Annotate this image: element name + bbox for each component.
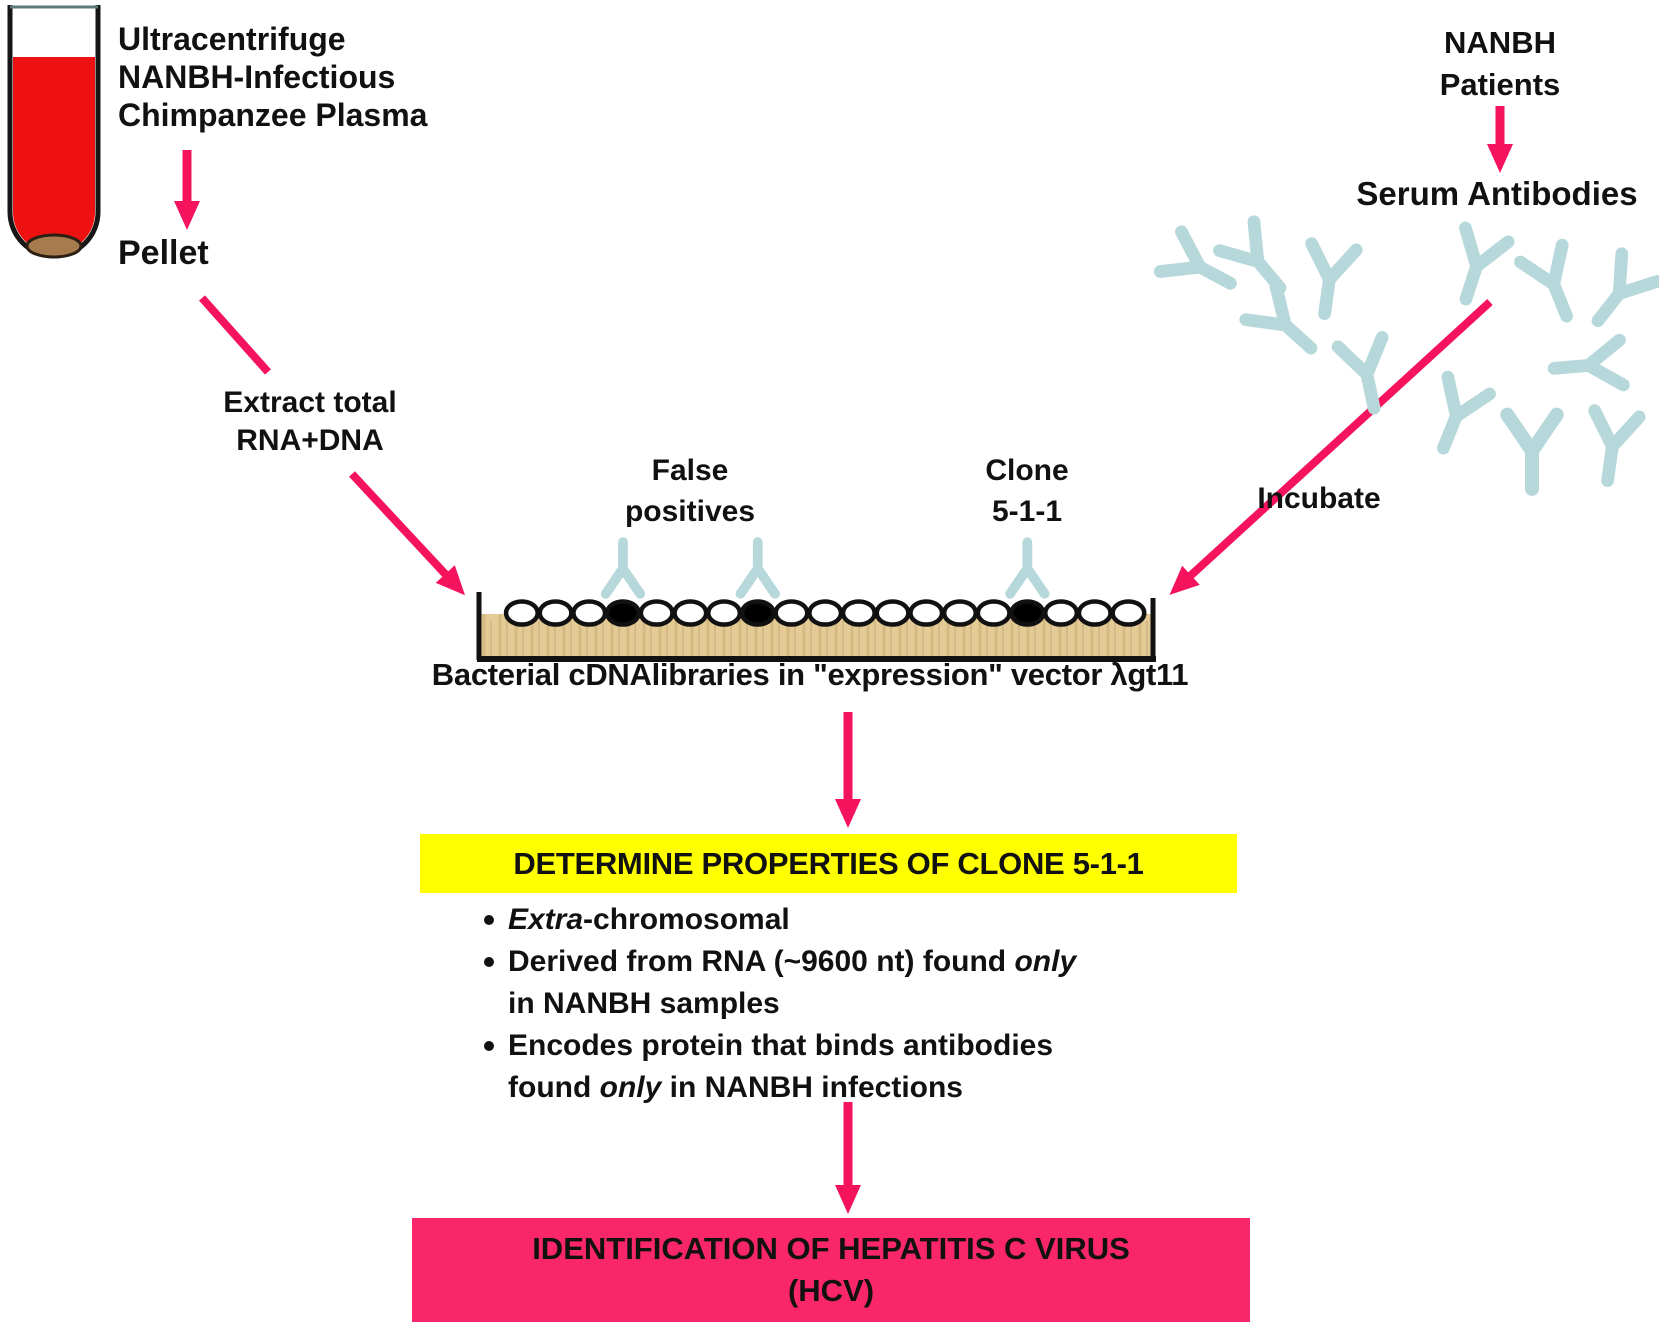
- clone-property-item: Encodes protein that binds antibodies fo…: [470, 1025, 1250, 1109]
- determine-properties-title: DETERMINE PROPERTIES OF CLONE 5-1-1: [513, 845, 1144, 881]
- colony-spot: [840, 599, 877, 627]
- colony-spot-row: [503, 599, 1147, 627]
- colony-spot: [1043, 599, 1080, 627]
- extract-label: Extract total RNA+DNA: [223, 386, 397, 457]
- colony-spot: [537, 599, 574, 627]
- antibody-icon: [1552, 340, 1623, 391]
- antibody-icon: [1219, 222, 1297, 303]
- colony-spot: [807, 599, 844, 627]
- colony-spot: [941, 599, 979, 627]
- antibody-icon: [1423, 377, 1490, 456]
- serum-antibodies-label: Serum Antibodies: [1356, 175, 1638, 212]
- colony-spot: [638, 599, 675, 627]
- colony-spot: [672, 599, 709, 627]
- colony-spot: [975, 599, 1012, 627]
- clone-property-item: Derived from RNA (~9600 nt) found only i…: [470, 941, 1250, 1025]
- positive-colony-spot: [604, 599, 642, 627]
- positive-colony-spot: [739, 599, 776, 627]
- antibody-icon: [1445, 228, 1509, 306]
- arrow-incubate-to-plate: [1169, 299, 1493, 595]
- pellet-icon: [25, 233, 83, 259]
- bullet-dot: [484, 957, 494, 967]
- positive-colony-spot: [1009, 599, 1046, 627]
- clone-property-text: Derived from RNA (~9600 nt) found only i…: [508, 945, 1077, 1020]
- colony-spot: [1110, 599, 1147, 627]
- clone-5-1-1-label: Clone 5-1-1: [985, 454, 1069, 528]
- test-tube-icon: [7, 5, 101, 259]
- clone-property-item: Extra-chromosomal: [470, 899, 1250, 941]
- antibody-icon: [1585, 411, 1639, 484]
- arrow-extract-to-plate: [349, 471, 466, 596]
- bound-antibody-icon: [741, 542, 776, 594]
- bound-antibodies: [606, 542, 1045, 594]
- clone-property-text: Encodes protein that binds antibodies fo…: [508, 1029, 1054, 1104]
- bullet-dot: [484, 915, 494, 925]
- identification-box: IDENTIFICATION OF HEPATITIS C VIRUS (HCV…: [412, 1218, 1250, 1322]
- tube-label: Ultracentrifuge NANBH-Infectious Chimpan…: [118, 21, 428, 133]
- incubate-label: Incubate: [1257, 482, 1381, 515]
- colony-spot: [773, 599, 810, 627]
- antibody-icon: [1338, 337, 1396, 412]
- colony-spot: [874, 599, 911, 627]
- colony-spot: [1076, 599, 1113, 627]
- bound-antibody-icon: [1010, 542, 1045, 594]
- library-plate: [476, 542, 1156, 662]
- line-pellet-to-extract: [199, 295, 271, 375]
- antibody-icon: [1246, 286, 1326, 365]
- antibody-icon: [1160, 232, 1241, 303]
- colony-spot: [706, 599, 743, 627]
- false-positives-label: False positives: [624, 454, 756, 528]
- clone-property-text: Extra-chromosomal: [508, 903, 790, 936]
- antibody-icon: [1507, 415, 1557, 489]
- antibody-icon: [1520, 245, 1587, 324]
- pellet-label: Pellet: [118, 234, 209, 272]
- bound-antibody-icon: [606, 542, 641, 594]
- antibody-icon: [1302, 244, 1356, 317]
- colony-spot: [571, 599, 608, 627]
- bullet-dot: [484, 1041, 494, 1051]
- flow-arrows: [174, 106, 1513, 1214]
- nanbh-patients-label: NANBH Patients: [1439, 25, 1561, 102]
- determine-properties-box: DETERMINE PROPERTIES OF CLONE 5-1-1: [420, 834, 1237, 893]
- plate-caption: Bacterial cDNAlibraries in "expression" …: [431, 657, 1189, 692]
- colony-spot: [503, 599, 540, 627]
- colony-spot: [908, 599, 945, 627]
- serum-antibody-cluster: [1160, 222, 1657, 489]
- identification-title: IDENTIFICATION OF HEPATITIS C VIRUS (HCV…: [532, 1231, 1130, 1308]
- antibody-icon: [1580, 254, 1657, 335]
